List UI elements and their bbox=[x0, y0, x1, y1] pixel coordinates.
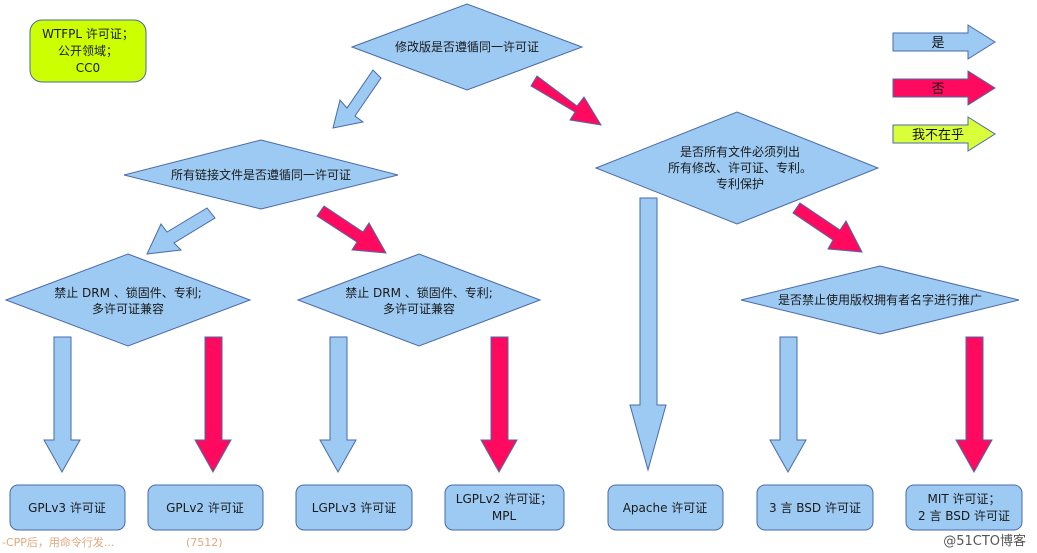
license-apache: Apache 许可证 bbox=[607, 484, 724, 531]
arrow-d5-yes bbox=[319, 336, 357, 474]
background-residue-count: (7512) bbox=[186, 536, 223, 549]
arrow-d4-no bbox=[194, 336, 232, 474]
decision-6-text: 是否禁止使用版权拥有者名字进行推广 bbox=[778, 292, 982, 307]
license-gplv2: GPLv2 许可证 bbox=[147, 484, 264, 531]
license-lgplv2-mpl: LGPLv2 许可证； MPL bbox=[444, 484, 565, 531]
legend-no-arrow bbox=[892, 70, 996, 106]
decision-3-line-2: 所有修改、许可证、专利。 bbox=[668, 160, 812, 175]
decision-4-line-2: 多许可证兼容 bbox=[92, 301, 164, 316]
decision-3-line-1: 是否所有文件必须列出 bbox=[680, 144, 800, 159]
decision-3-line-3: 专利保护 bbox=[716, 176, 764, 191]
legend-dontcare-label: 我不在乎 bbox=[912, 128, 964, 143]
decision-2-text: 所有链接文件是否遵循同一许可证 bbox=[171, 167, 351, 182]
legend-yes-label: 是 bbox=[931, 36, 944, 51]
arrow-d3-yes bbox=[629, 197, 667, 472]
decision-5-line-2: 多许可证兼容 bbox=[383, 301, 455, 316]
decision-drm-right: 禁止 DRM 、锁固件、专利; 多许可证兼容 bbox=[296, 253, 542, 347]
arrow-d6-no bbox=[955, 336, 993, 474]
license-gplv3: GPLv3 许可证 bbox=[9, 484, 126, 531]
legend-no-label: 否 bbox=[931, 82, 944, 97]
background-residue-text: -CPP后，用命令行发... bbox=[2, 535, 114, 549]
arrow-d4-yes bbox=[43, 336, 81, 474]
arrow-d3-no bbox=[792, 202, 863, 253]
decision-4-line-1: 禁止 DRM 、锁固件、专利; bbox=[54, 285, 202, 300]
license-lgplv3-label: LGPLv3 许可证 bbox=[312, 501, 396, 515]
arrow-d5-no bbox=[480, 336, 518, 474]
note-line-3: CC0 bbox=[76, 61, 100, 75]
license-mit-line-1: MIT 许可证； bbox=[927, 492, 1000, 506]
decision-same-license-modified: 修改版是否遵循同一许可证 bbox=[350, 3, 584, 91]
arrow-d1-no bbox=[530, 75, 602, 126]
decision-same-license-linked: 所有链接文件是否遵循同一许可证 bbox=[123, 139, 399, 210]
arrow-d2-yes bbox=[146, 207, 216, 255]
arrow-d2-no bbox=[316, 205, 387, 254]
arrow-d6-yes bbox=[769, 336, 807, 474]
decision-5-line-1: 禁止 DRM 、锁固件、专利; bbox=[345, 285, 493, 300]
legend: 是 否 我不在乎 bbox=[892, 24, 996, 152]
license-mit-line-2: 2 言 BSD 许可证 bbox=[918, 509, 1010, 523]
decision-drm-left: 禁止 DRM 、锁固件、专利; 多许可证兼容 bbox=[4, 253, 252, 347]
license-gplv3-label: GPLv3 许可证 bbox=[28, 501, 106, 515]
note-line-2: 公开领域； bbox=[58, 44, 118, 58]
license-mit-bsd2: MIT 许可证； 2 言 BSD 许可证 bbox=[905, 484, 1023, 531]
legend-yes-arrow bbox=[892, 24, 996, 60]
legend-dontcare-arrow bbox=[892, 116, 996, 152]
decision-1-text: 修改版是否遵循同一许可证 bbox=[395, 39, 539, 54]
watermark: @51CTO博客 bbox=[943, 533, 1026, 549]
license-lgplv3: LGPLv3 许可证 bbox=[295, 484, 413, 531]
decision-name-promotion: 是否禁止使用版权拥有者名字进行推广 bbox=[740, 265, 1020, 335]
note-line-1: WTFPL 许可证； bbox=[42, 27, 134, 41]
public-domain-note: WTFPL 许可证； 公开领域； CC0 bbox=[29, 19, 147, 83]
license-bsd3: 3 言 BSD 许可证 bbox=[756, 484, 874, 531]
license-apache-label: Apache 许可证 bbox=[623, 501, 708, 515]
license-lgplv2-line-1: LGPLv2 许可证； bbox=[456, 492, 552, 506]
license-gplv2-label: GPLv2 许可证 bbox=[166, 501, 244, 515]
license-bsd3-label: 3 言 BSD 许可证 bbox=[769, 501, 861, 515]
arrow-d1-yes bbox=[332, 69, 382, 129]
decision-list-modifications: 是否所有文件必须列出 所有修改、许可证、专利。 专利保护 bbox=[594, 111, 880, 225]
license-lgplv2-line-2: MPL bbox=[492, 509, 517, 523]
